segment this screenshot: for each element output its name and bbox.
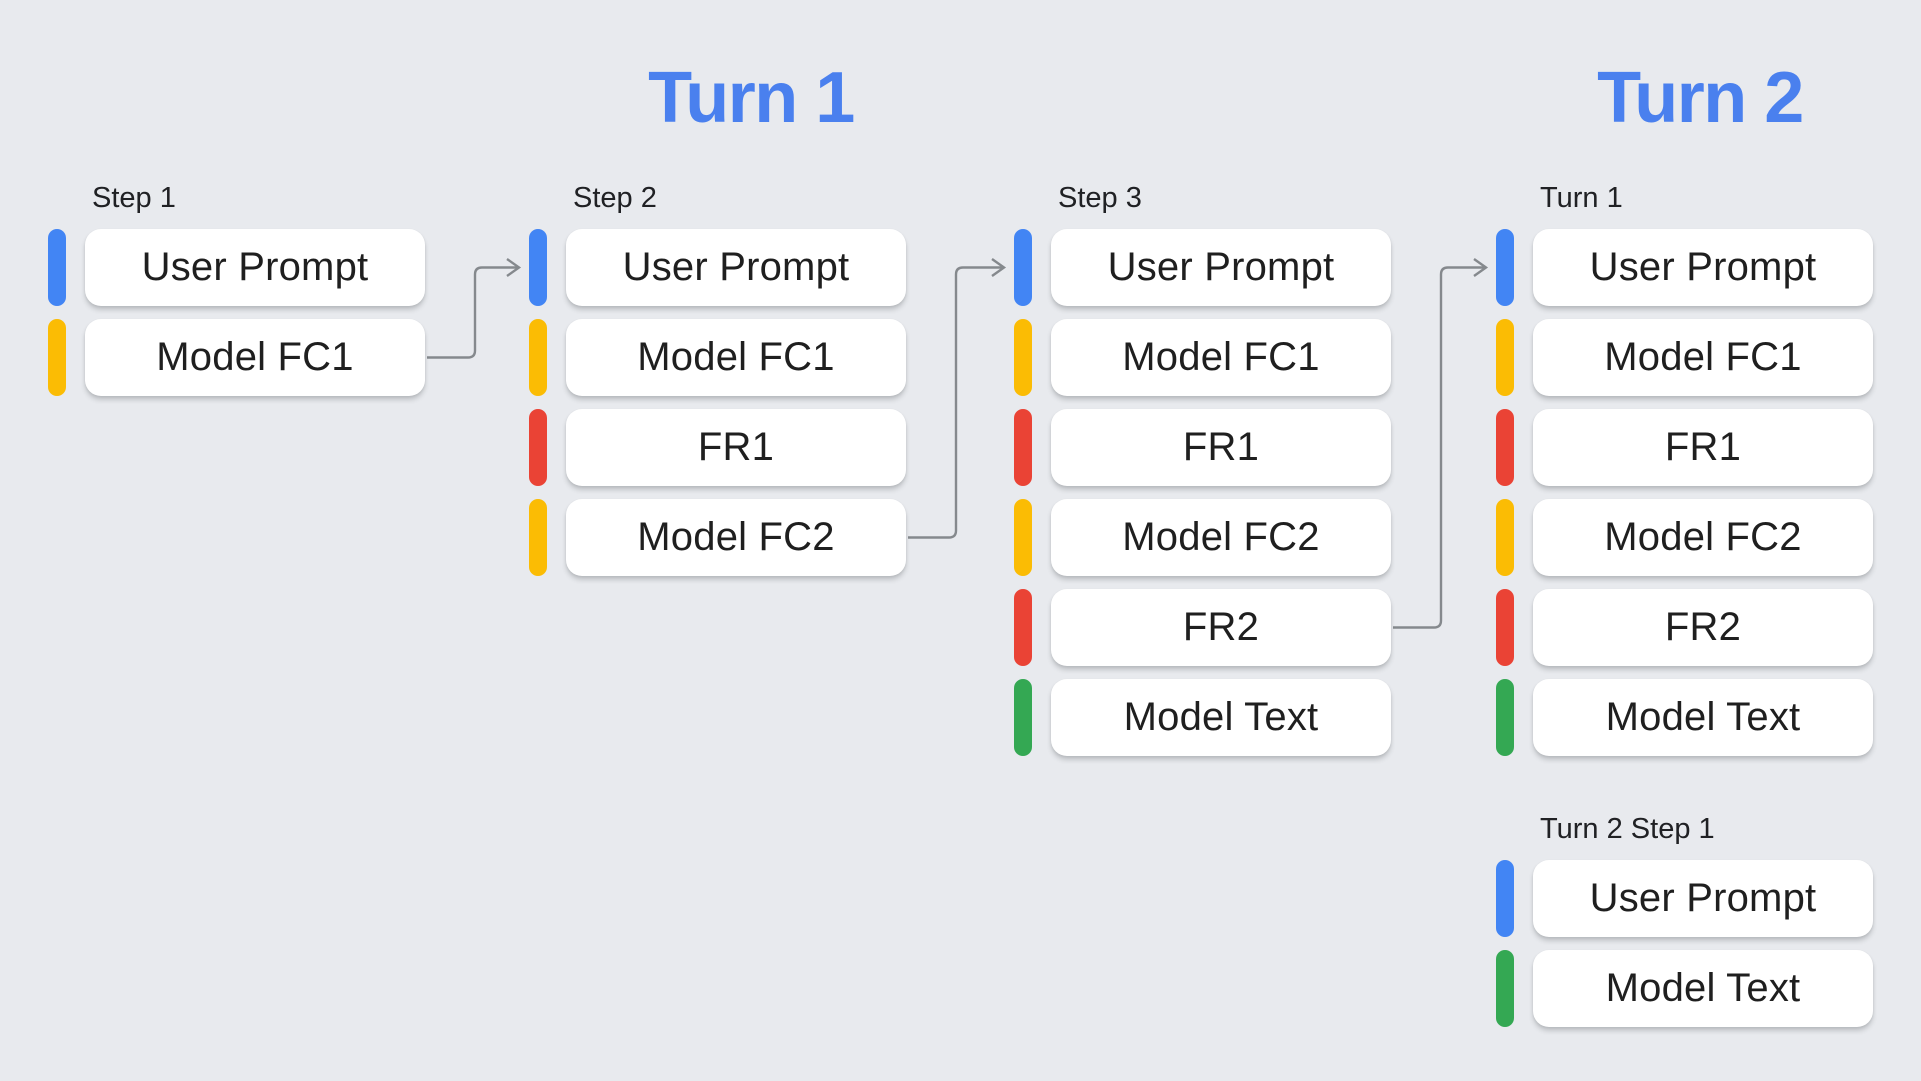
box-label: User Prompt — [1107, 245, 1335, 289]
block-model-fc2: Model FC2 — [529, 499, 906, 576]
box-model-fc2: Model FC2 — [1051, 499, 1391, 576]
blue-bar-icon — [1496, 229, 1514, 306]
block-user-prompt: User Prompt — [529, 229, 906, 306]
box-label: FR1 — [1182, 425, 1260, 469]
column-label-turn-1: Turn 1 — [1540, 182, 1623, 214]
box-label: Model FC1 — [1122, 335, 1320, 379]
title-turn-1: Turn 1 — [648, 58, 855, 138]
blue-bar-icon — [1014, 229, 1032, 306]
box-label: Model Text — [1605, 966, 1801, 1010]
box-user-prompt: User Prompt — [85, 229, 425, 306]
block-model-fc1: Model FC1 — [48, 319, 425, 396]
blue-bar-icon — [1496, 860, 1514, 937]
red-bar-icon — [1014, 589, 1032, 666]
box-label: Model FC1 — [156, 335, 354, 379]
box-model-fc1: Model FC1 — [1051, 319, 1391, 396]
blue-bar-icon — [48, 229, 66, 306]
yellow-bar-icon — [1014, 319, 1032, 396]
box-model-fc1: Model FC1 — [1533, 319, 1873, 396]
green-bar-icon — [1496, 679, 1514, 756]
block-fr1: FR1 — [1496, 409, 1873, 486]
yellow-bar-icon — [48, 319, 66, 396]
yellow-bar-icon — [529, 319, 547, 396]
box-label: User Prompt — [141, 245, 369, 289]
box-fr2: FR2 — [1533, 589, 1873, 666]
block-model-fc2: Model FC2 — [1014, 499, 1391, 576]
box-label: Model FC2 — [1604, 515, 1802, 559]
box-fr2: FR2 — [1051, 589, 1391, 666]
box-model-text: Model Text — [1533, 679, 1873, 756]
block-model-fc1: Model FC1 — [1496, 319, 1873, 396]
box-fr1: FR1 — [1051, 409, 1391, 486]
box-label: Model Text — [1123, 695, 1319, 739]
yellow-bar-icon — [1496, 499, 1514, 576]
blue-bar-icon — [529, 229, 547, 306]
box-label: FR2 — [1664, 605, 1742, 649]
box-label: Model FC2 — [1122, 515, 1320, 559]
block-user-prompt: User Prompt — [1496, 860, 1873, 937]
green-bar-icon — [1014, 679, 1032, 756]
block-fr2: FR2 — [1496, 589, 1873, 666]
box-model-fc1: Model FC1 — [566, 319, 906, 396]
box-model-text: Model Text — [1533, 950, 1873, 1027]
box-label: FR1 — [1664, 425, 1742, 469]
box-user-prompt: User Prompt — [566, 229, 906, 306]
green-bar-icon — [1496, 950, 1514, 1027]
column-label-turn-2-step-1: Turn 2 Step 1 — [1540, 813, 1715, 845]
box-label: Model FC1 — [1604, 335, 1802, 379]
flow-arrow — [427, 258, 522, 359]
box-model-fc2: Model FC2 — [1533, 499, 1873, 576]
column-label-step-3: Step 3 — [1058, 182, 1142, 214]
block-user-prompt: User Prompt — [1496, 229, 1873, 306]
block-fr2: FR2 — [1014, 589, 1391, 666]
box-label: Model FC2 — [637, 515, 835, 559]
block-model-text: Model Text — [1496, 950, 1873, 1027]
box-label: Model Text — [1605, 695, 1801, 739]
block-fr1: FR1 — [529, 409, 906, 486]
block-user-prompt: User Prompt — [48, 229, 425, 306]
yellow-bar-icon — [1014, 499, 1032, 576]
box-label: User Prompt — [622, 245, 850, 289]
block-model-fc1: Model FC1 — [1014, 319, 1391, 396]
box-fr1: FR1 — [566, 409, 906, 486]
red-bar-icon — [1014, 409, 1032, 486]
box-model-text: Model Text — [1051, 679, 1391, 756]
column-label-step-1: Step 1 — [92, 182, 176, 214]
block-model-fc2: Model FC2 — [1496, 499, 1873, 576]
box-user-prompt: User Prompt — [1533, 860, 1873, 937]
box-label: FR2 — [1182, 605, 1260, 649]
box-model-fc1: Model FC1 — [85, 319, 425, 396]
red-bar-icon — [1496, 409, 1514, 486]
red-bar-icon — [529, 409, 547, 486]
block-model-fc1: Model FC1 — [529, 319, 906, 396]
block-model-text: Model Text — [1496, 679, 1873, 756]
title-turn-2: Turn 2 — [1597, 58, 1804, 138]
block-user-prompt: User Prompt — [1014, 229, 1391, 306]
yellow-bar-icon — [1496, 319, 1514, 396]
box-user-prompt: User Prompt — [1533, 229, 1873, 306]
flow-arrow — [1393, 258, 1489, 629]
box-label: FR1 — [697, 425, 775, 469]
box-label: Model FC1 — [637, 335, 835, 379]
box-model-fc2: Model FC2 — [566, 499, 906, 576]
box-user-prompt: User Prompt — [1051, 229, 1391, 306]
box-label: User Prompt — [1589, 876, 1817, 920]
column-label-step-2: Step 2 — [573, 182, 657, 214]
box-label: User Prompt — [1589, 245, 1817, 289]
red-bar-icon — [1496, 589, 1514, 666]
flow-arrow — [908, 258, 1007, 539]
block-fr1: FR1 — [1014, 409, 1391, 486]
box-fr1: FR1 — [1533, 409, 1873, 486]
block-model-text: Model Text — [1014, 679, 1391, 756]
yellow-bar-icon — [529, 499, 547, 576]
